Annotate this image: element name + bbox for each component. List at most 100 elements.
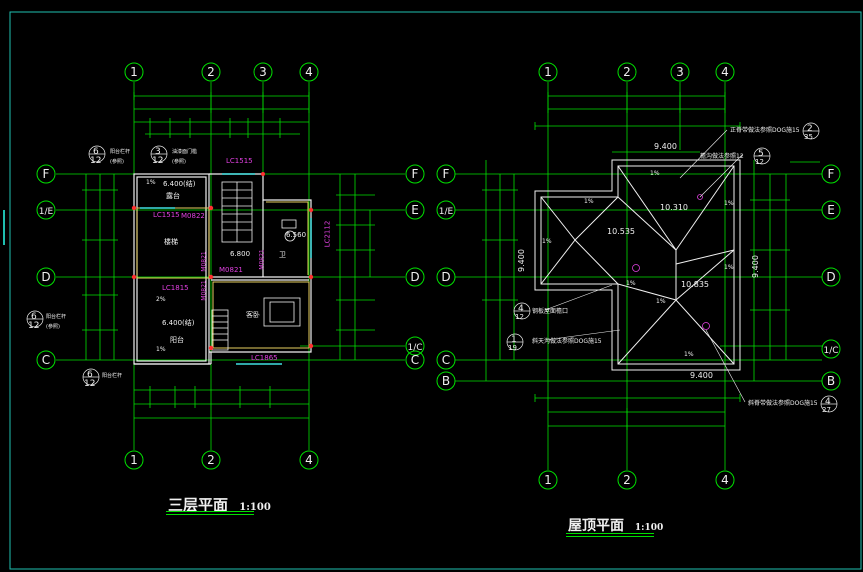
svg-text:C: C [411,353,419,367]
axis-right-bottom-2: 2 [617,470,637,490]
slope-label-2: 2% [156,296,166,303]
door-label-1: M0822 [181,212,205,220]
roof-plan [455,82,822,470]
level-label-2: 6.800 [230,250,251,258]
roof-slope-2: 1% [650,170,660,177]
ref-bubble-4-num: 6 [87,370,93,380]
svg-text:2: 2 [623,65,631,79]
door-label-2: M0821 [219,266,243,274]
svg-text:1: 1 [544,65,552,79]
window-label-4: LC1865 [251,354,278,362]
axis-left-bottom-2: 2 [201,450,221,470]
ref-bubble-3-num: 6 [31,312,37,322]
axis-right-bottom-1: 1 [538,470,558,490]
svg-text:D: D [410,270,419,284]
axis-left-bottom-4: 4 [299,450,319,470]
axis-left-right-1: E [405,200,425,220]
window-label-3: LC1815 [162,284,189,292]
svg-text:4: 4 [305,453,313,467]
window-label-1: LC1515 [226,157,253,165]
ref-bubble-3-den: 12 [28,321,40,331]
roof-note-4: 斜天沟做法参照DOG施15 [532,338,602,345]
right-grid-lines [455,82,822,470]
room-label-guest: 客卧 [246,311,260,319]
axis-right-left-3: C [436,350,456,370]
svg-text:F: F [828,167,835,181]
roof-ref-1-den: 35 [804,133,813,141]
roof-dim-top: 9.400 [654,142,677,151]
ref-bubble-1-sub: (参照) [110,159,124,165]
roof-ref-1-num: 2 [807,124,813,134]
svg-text:D: D [826,270,835,284]
svg-text:E: E [827,203,835,217]
axis-right-bottom-4: 4 [715,470,735,490]
svg-text:B: B [442,374,450,388]
ref-bubble-2-sub: (参照) [172,159,186,165]
slope-label-3: 1% [156,346,166,353]
axis-right-top-2: 2 [617,62,637,82]
axis-left-top-3: 3 [253,62,273,82]
axis-left-top-4: 4 [299,62,319,82]
svg-text:F: F [412,167,419,181]
right-title-underline [566,533,654,534]
ref-bubble-4-text: 阳台栏杆 [102,373,123,379]
svg-text:B: B [827,374,835,388]
svg-text:D: D [41,270,50,284]
axis-right-right-2: D [821,267,841,287]
axis-left-left-2: D [36,267,56,287]
roof-level-2: 10.535 [607,227,635,236]
roof-level-3: 10.835 [681,280,709,289]
left-columns [131,172,314,351]
ref-bubble-3-text: 阳台栏杆 [46,314,67,320]
axis-left-bottom-1: 1 [124,450,144,470]
left-title-underline-2 [166,514,254,515]
ref-bubble-1-den: 12 [90,156,102,166]
roof-ref-5-num: 4 [825,397,831,407]
axis-left-top-1: 1 [124,62,144,82]
svg-text:C: C [442,353,450,367]
axis-left-top-2: 2 [201,62,221,82]
svg-text:3: 3 [676,65,684,79]
axis-right-top-1: 1 [538,62,558,82]
axis-right-left-4: B [436,371,456,391]
sheet-border [9,11,862,570]
roof-ref-4-num: 1 [511,335,517,345]
axis-left-left-1: 1/E [36,200,56,220]
left-title-underline [166,511,254,512]
ref-bubble-3-sub: (参照) [46,324,60,330]
svg-text:1: 1 [130,453,138,467]
roof-slope-7: 1% [656,298,666,305]
axis-right-left-1: 1/E [436,200,456,220]
room-label-terrace: 露台 [166,192,180,200]
right-title-text: 屋顶平面 [568,518,624,534]
axis-right-right-0: F [821,164,841,184]
axis-left-right-3: 1/C [405,336,425,356]
level-label-1: 6.400(结) [163,180,196,188]
left-stairs [211,181,253,351]
svg-text:2: 2 [207,65,215,79]
svg-text:1: 1 [130,65,138,79]
ref-bubble-1-text: 阳台栏杆 [110,149,131,155]
slope-label-1: 1% [146,179,156,186]
ref-bubble-4-den: 12 [84,379,96,389]
svg-text:1/E: 1/E [39,207,54,217]
axis-right-right-1: E [821,200,841,220]
roof-slope-1: 1% [584,198,594,205]
right-plan-title: 屋顶平面 1:100 [568,515,663,535]
svg-text:1/E: 1/E [439,207,454,217]
svg-text:3: 3 [259,65,267,79]
roof-slope-8: 1% [684,351,694,358]
level-label-3: 6.560 [286,231,307,239]
right-title-underline-2 [566,536,654,537]
roof-slope-5: 1% [724,264,734,271]
roof-ref-3-num: 4 [518,304,524,314]
right-title-scale: 1:100 [634,523,664,533]
window-label-5: LC2112 [323,220,332,248]
axis-right-top-4: 4 [715,62,735,82]
axis-right-top-3: 3 [670,62,690,82]
roof-dim-left: 9.400 [516,249,526,272]
axis-left-right-2: D [405,267,425,287]
svg-text:1: 1 [544,473,552,487]
